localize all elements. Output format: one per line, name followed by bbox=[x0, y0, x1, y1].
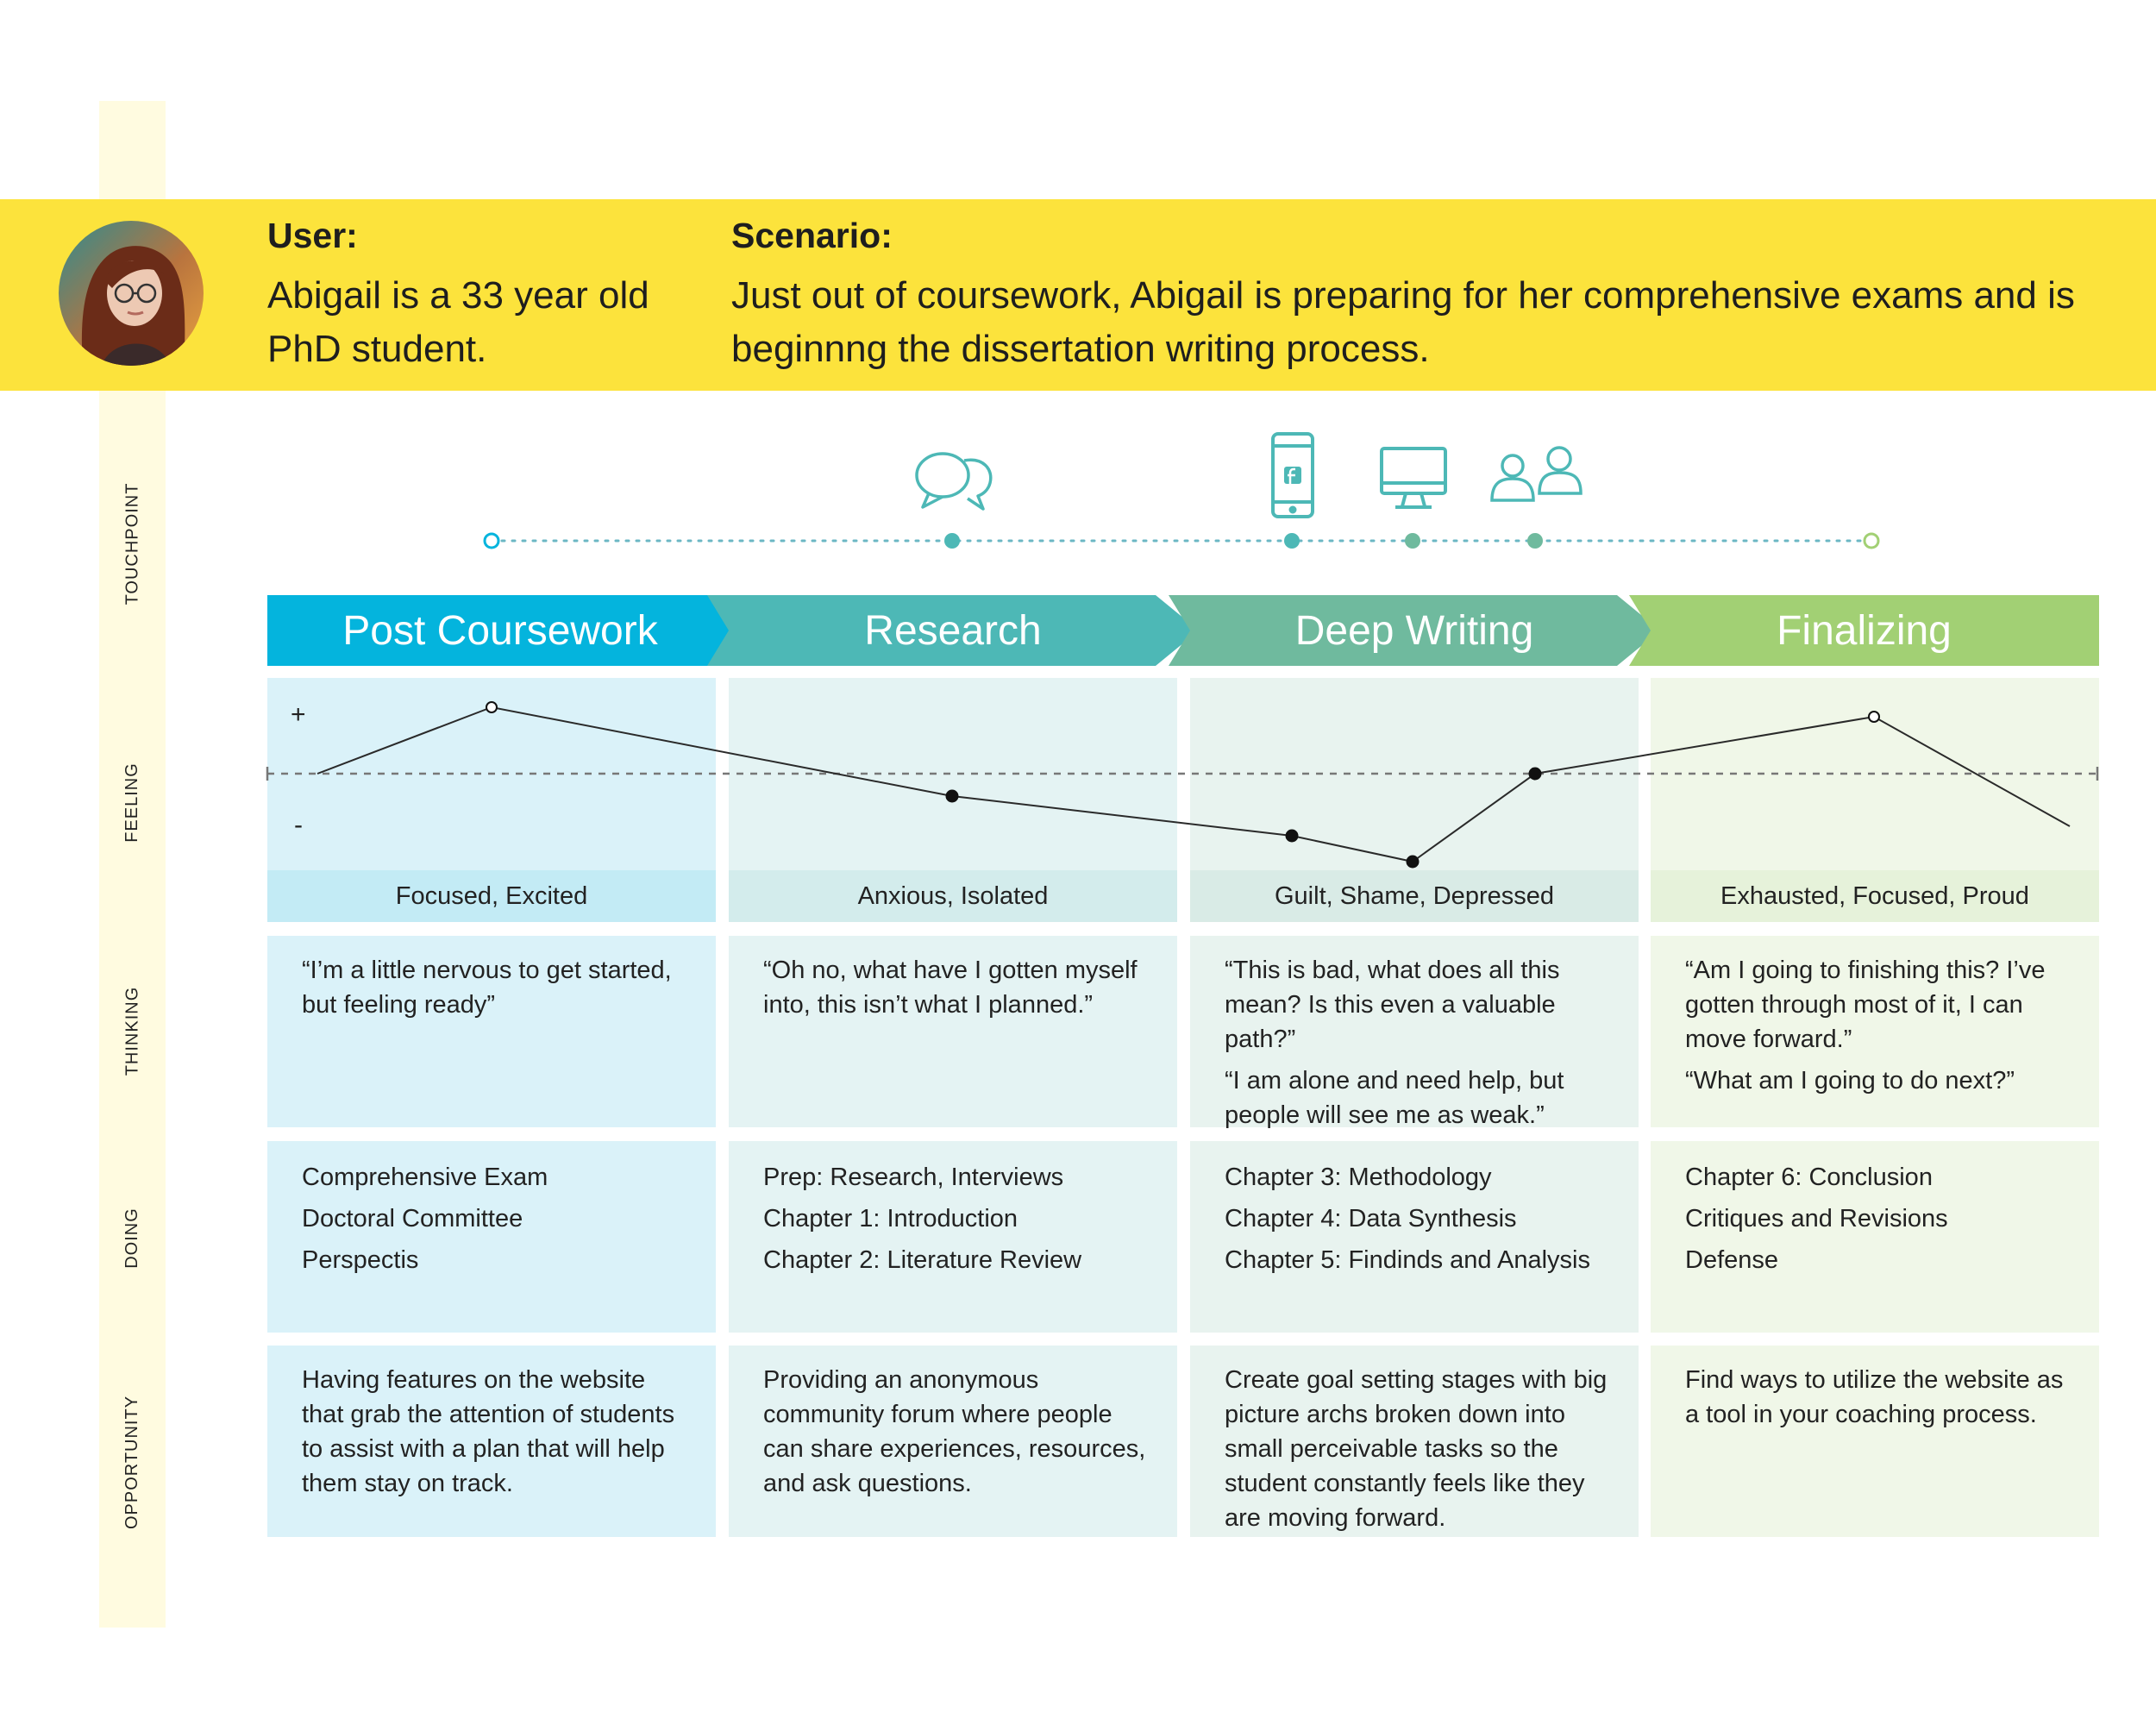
emotion-label: Guilt, Shame, Depressed bbox=[1190, 870, 1639, 922]
feeling-positive-sign: + bbox=[291, 700, 306, 729]
stage-chevron-2: Research bbox=[707, 595, 1199, 666]
thinking-cell: “This is bad, what does all this mean? I… bbox=[1190, 936, 1639, 1129]
doing-item: Chapter 6: Conclusion bbox=[1685, 1164, 1933, 1191]
thinking-quote: “Oh no, what have I gotten myself into, … bbox=[763, 957, 1138, 1019]
emotion-label: Focused, Excited bbox=[267, 870, 716, 922]
opportunity-cell: Find ways to utilize the website as a to… bbox=[1651, 1346, 2099, 1537]
feeling-point bbox=[486, 701, 498, 713]
doing-item: Chapter 5: Findinds and Analysis bbox=[1225, 1246, 1590, 1274]
feeling-point bbox=[1868, 711, 1880, 723]
feeling-point bbox=[945, 789, 959, 803]
stage-chevron-3: Deep Writing bbox=[1169, 595, 1660, 666]
doing-item: Chapter 3: Methodology bbox=[1225, 1164, 1492, 1191]
touchpoint-dot bbox=[1284, 533, 1300, 549]
touchpoint-dot bbox=[1405, 533, 1420, 549]
thinking-cell: “Am I going to finishing this? I’ve gott… bbox=[1651, 936, 2099, 1127]
stage-title: Research bbox=[864, 607, 1042, 654]
persona-banner bbox=[0, 199, 2156, 391]
stage-title: Post Coursework bbox=[342, 607, 658, 654]
row-label-doing: DOING bbox=[122, 1207, 141, 1269]
doing-item: Comprehensive Exam bbox=[302, 1164, 548, 1191]
row-label-opportunity: OPPORTUNITY bbox=[122, 1395, 141, 1529]
doing-item: Chapter 2: Literature Review bbox=[763, 1246, 1082, 1274]
row-label-thinking: THINKING bbox=[122, 986, 141, 1076]
touchpoint-dot bbox=[1527, 533, 1543, 549]
feeling-point bbox=[1406, 855, 1420, 869]
user-heading: User: bbox=[267, 216, 358, 255]
stage-chevron-1: Post Coursework bbox=[267, 595, 759, 666]
doing-item: Chapter 4: Data Synthesis bbox=[1225, 1205, 1517, 1233]
opportunity-text: Find ways to utilize the website as a to… bbox=[1685, 1366, 2064, 1428]
doing-item: Defense bbox=[1685, 1246, 1779, 1274]
stage-chevron-4: Finalizing bbox=[1629, 595, 2099, 666]
doing-item: Prep: Research, Interviews bbox=[763, 1164, 1064, 1191]
user-description: Abigail is a 33 year old PhD student. bbox=[267, 274, 649, 370]
thinking-cell: “Oh no, what have I gotten myself into, … bbox=[729, 936, 1177, 1127]
emotion-label: Anxious, Isolated bbox=[729, 870, 1177, 922]
doing-item: Chapter 1: Introduction bbox=[763, 1205, 1018, 1233]
thinking-quote: “Am I going to finishing this? I’ve gott… bbox=[1685, 957, 2046, 1053]
chat-bubbles-icon bbox=[915, 452, 993, 511]
feeling-negative-sign: - bbox=[294, 811, 303, 839]
touchpoint-dot bbox=[483, 532, 500, 549]
touchpoint-row bbox=[483, 432, 1880, 549]
doing-item: Perspectis bbox=[302, 1246, 419, 1274]
desktop-monitor-icon bbox=[1380, 447, 1447, 509]
thinking-quote: “I’m a little nervous to get started, bu… bbox=[302, 957, 672, 1019]
feeling-point bbox=[1528, 767, 1542, 781]
stage-title: Deep Writing bbox=[1294, 607, 1534, 654]
people-group-icon bbox=[1490, 446, 1583, 502]
feeling-graph bbox=[266, 701, 2099, 869]
opportunity-cell: Create goal setting stages with big pict… bbox=[1190, 1346, 1639, 1537]
doing-item: Doctoral Committee bbox=[302, 1205, 523, 1233]
opportunity-text: Create goal setting stages with big pict… bbox=[1225, 1366, 1608, 1532]
thinking-cell: “I’m a little nervous to get started, bu… bbox=[267, 936, 716, 1127]
opportunity-cell: Providing an anonymous community forum w… bbox=[729, 1346, 1177, 1537]
opportunity-text: Having features on the website that grab… bbox=[302, 1366, 675, 1497]
scenario-description: Just out of coursework, Abigail is prepa… bbox=[731, 274, 2075, 370]
emotion-label: Exhausted, Focused, Proud bbox=[1651, 870, 2099, 922]
opportunity-cell: Having features on the website that grab… bbox=[267, 1346, 716, 1537]
feeling-line bbox=[317, 706, 2071, 863]
scenario-heading: Scenario: bbox=[731, 216, 893, 255]
opportunity-text: Providing an anonymous community forum w… bbox=[763, 1366, 1146, 1497]
stage-title: Finalizing bbox=[1777, 607, 1952, 654]
touchpoint-dot bbox=[944, 533, 960, 549]
thinking-quote: “I am alone and need help, but people wi… bbox=[1225, 1067, 1564, 1129]
user-avatar bbox=[59, 221, 204, 366]
smartphone-facebook-icon bbox=[1271, 432, 1314, 518]
thinking-quote: “This is bad, what does all this mean? I… bbox=[1225, 957, 1560, 1053]
thinking-quote: “What am I going to do next?” bbox=[1685, 1067, 2015, 1095]
doing-item: Critiques and Revisions bbox=[1685, 1205, 1948, 1233]
touchpoint-dot bbox=[1863, 532, 1880, 549]
feeling-point bbox=[1285, 829, 1299, 843]
